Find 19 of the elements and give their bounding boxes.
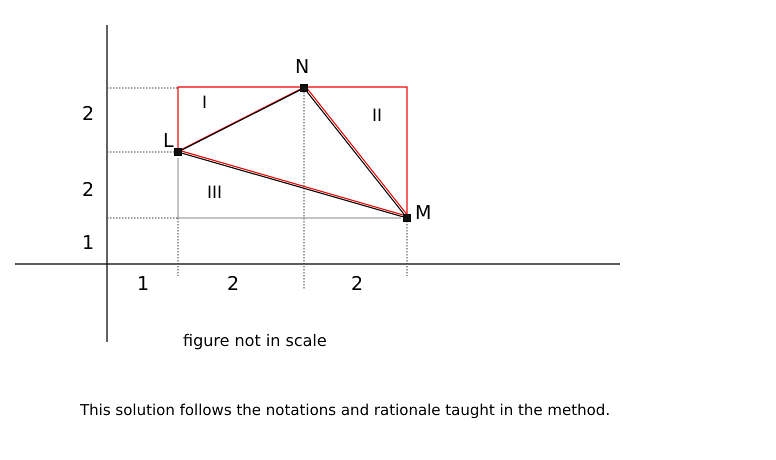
axis-number: 2 xyxy=(82,105,94,124)
region-label: II xyxy=(372,108,382,125)
region-label: I xyxy=(202,95,208,112)
region-label: III xyxy=(207,185,222,202)
vertex-label: L xyxy=(163,132,174,151)
vertex-point xyxy=(403,214,411,222)
axis-number: 1 xyxy=(82,234,94,253)
triangle-side xyxy=(306,92,404,214)
vertex-label: M xyxy=(415,204,432,223)
caption: This solution follows the notations and rationale taught in the method. xyxy=(80,403,610,418)
axis-number: 2 xyxy=(351,275,364,294)
axis-number: 1 xyxy=(137,275,150,294)
note: figure not in scale xyxy=(183,333,327,349)
axis-number: 2 xyxy=(82,181,94,200)
vertex-point xyxy=(174,148,182,156)
triangle-side xyxy=(182,90,300,150)
vertex-label: N xyxy=(295,58,310,77)
axis-number: 2 xyxy=(227,275,240,294)
vertex-point xyxy=(300,84,308,92)
